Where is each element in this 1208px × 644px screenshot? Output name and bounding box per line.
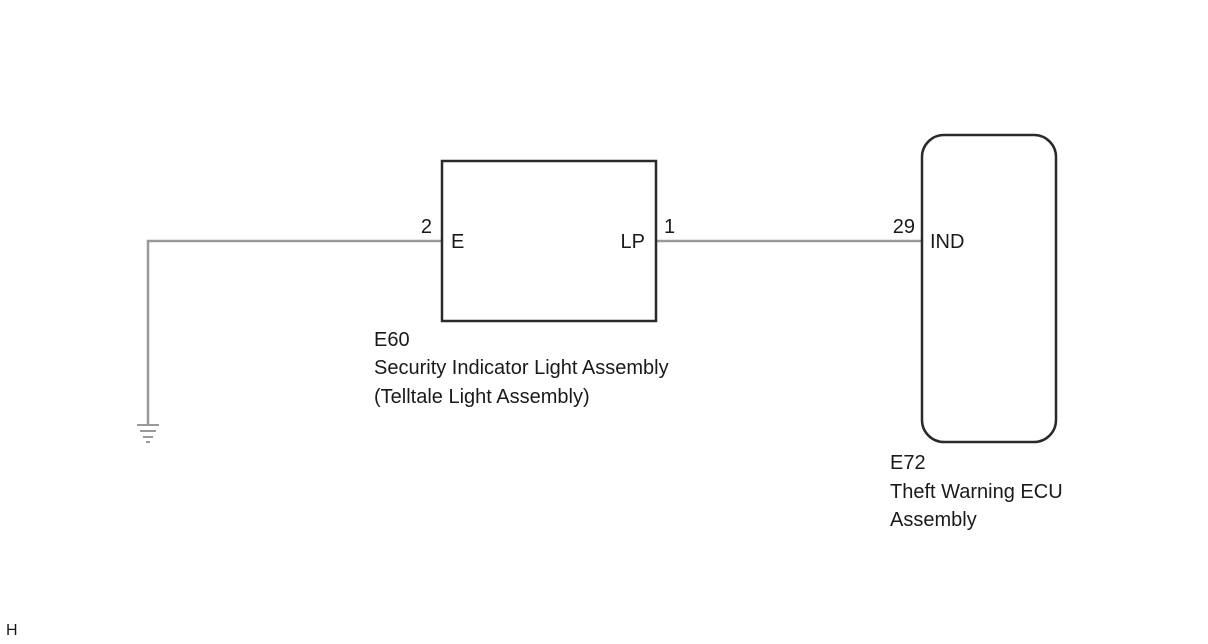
- e60-pin-2-label: E: [451, 231, 464, 253]
- e60-code: E60: [374, 329, 410, 351]
- e72-name-line-1: Theft Warning ECU: [890, 481, 1063, 503]
- e60-pin-1-number: 1: [664, 216, 675, 238]
- e72-name-line-2: Assembly: [890, 509, 977, 531]
- corner-mark: H: [6, 622, 18, 639]
- e72-pin-29-number: 29: [893, 216, 915, 238]
- e60-name-line-2: (Telltale Light Assembly): [374, 386, 590, 408]
- e72-code: E72: [890, 452, 926, 474]
- e72-component-box: [920, 133, 1058, 444]
- ground-wire: [146, 239, 442, 424]
- e60-pin-1-label: LP: [621, 231, 645, 253]
- e60-name-line-1: Security Indicator Light Assembly: [374, 357, 669, 379]
- e60-pin-2-number: 2: [421, 216, 432, 238]
- e72-pin-29-label: IND: [930, 231, 964, 253]
- e60-component-box: [440, 159, 658, 323]
- ground-icon: [137, 424, 159, 443]
